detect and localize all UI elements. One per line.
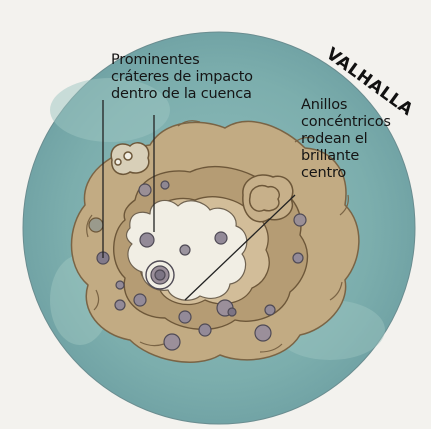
label-craters: Prominentes cráteres de impacto dentro d… xyxy=(111,52,253,103)
crater xyxy=(116,281,124,289)
crater xyxy=(180,245,190,255)
label-line: rodean el xyxy=(301,131,391,148)
crater xyxy=(139,184,151,196)
label-line: dentro de la cuenca xyxy=(111,86,253,103)
crater xyxy=(134,294,146,306)
crater xyxy=(179,311,191,323)
rim-crater xyxy=(124,152,132,160)
label-line: centro xyxy=(301,165,391,182)
crater xyxy=(89,218,103,232)
crater xyxy=(293,253,303,263)
label-line: brillante xyxy=(301,148,391,165)
rim-crater xyxy=(115,159,121,165)
crater xyxy=(199,324,211,336)
crater xyxy=(294,214,306,226)
crater xyxy=(255,325,271,341)
crater xyxy=(115,300,125,310)
crater xyxy=(215,232,227,244)
label-line: concéntricos xyxy=(301,114,391,131)
label-line: Prominentes xyxy=(111,52,253,69)
label-rings: Anillos concéntricos rodean el brillante… xyxy=(301,97,391,182)
crater xyxy=(161,181,169,189)
crater xyxy=(164,334,180,350)
crater xyxy=(155,270,165,280)
label-line: cráteres de impacto xyxy=(111,69,253,86)
crater xyxy=(265,305,275,315)
label-line: Anillos xyxy=(301,97,391,114)
crater xyxy=(228,308,236,316)
crater xyxy=(140,233,154,247)
